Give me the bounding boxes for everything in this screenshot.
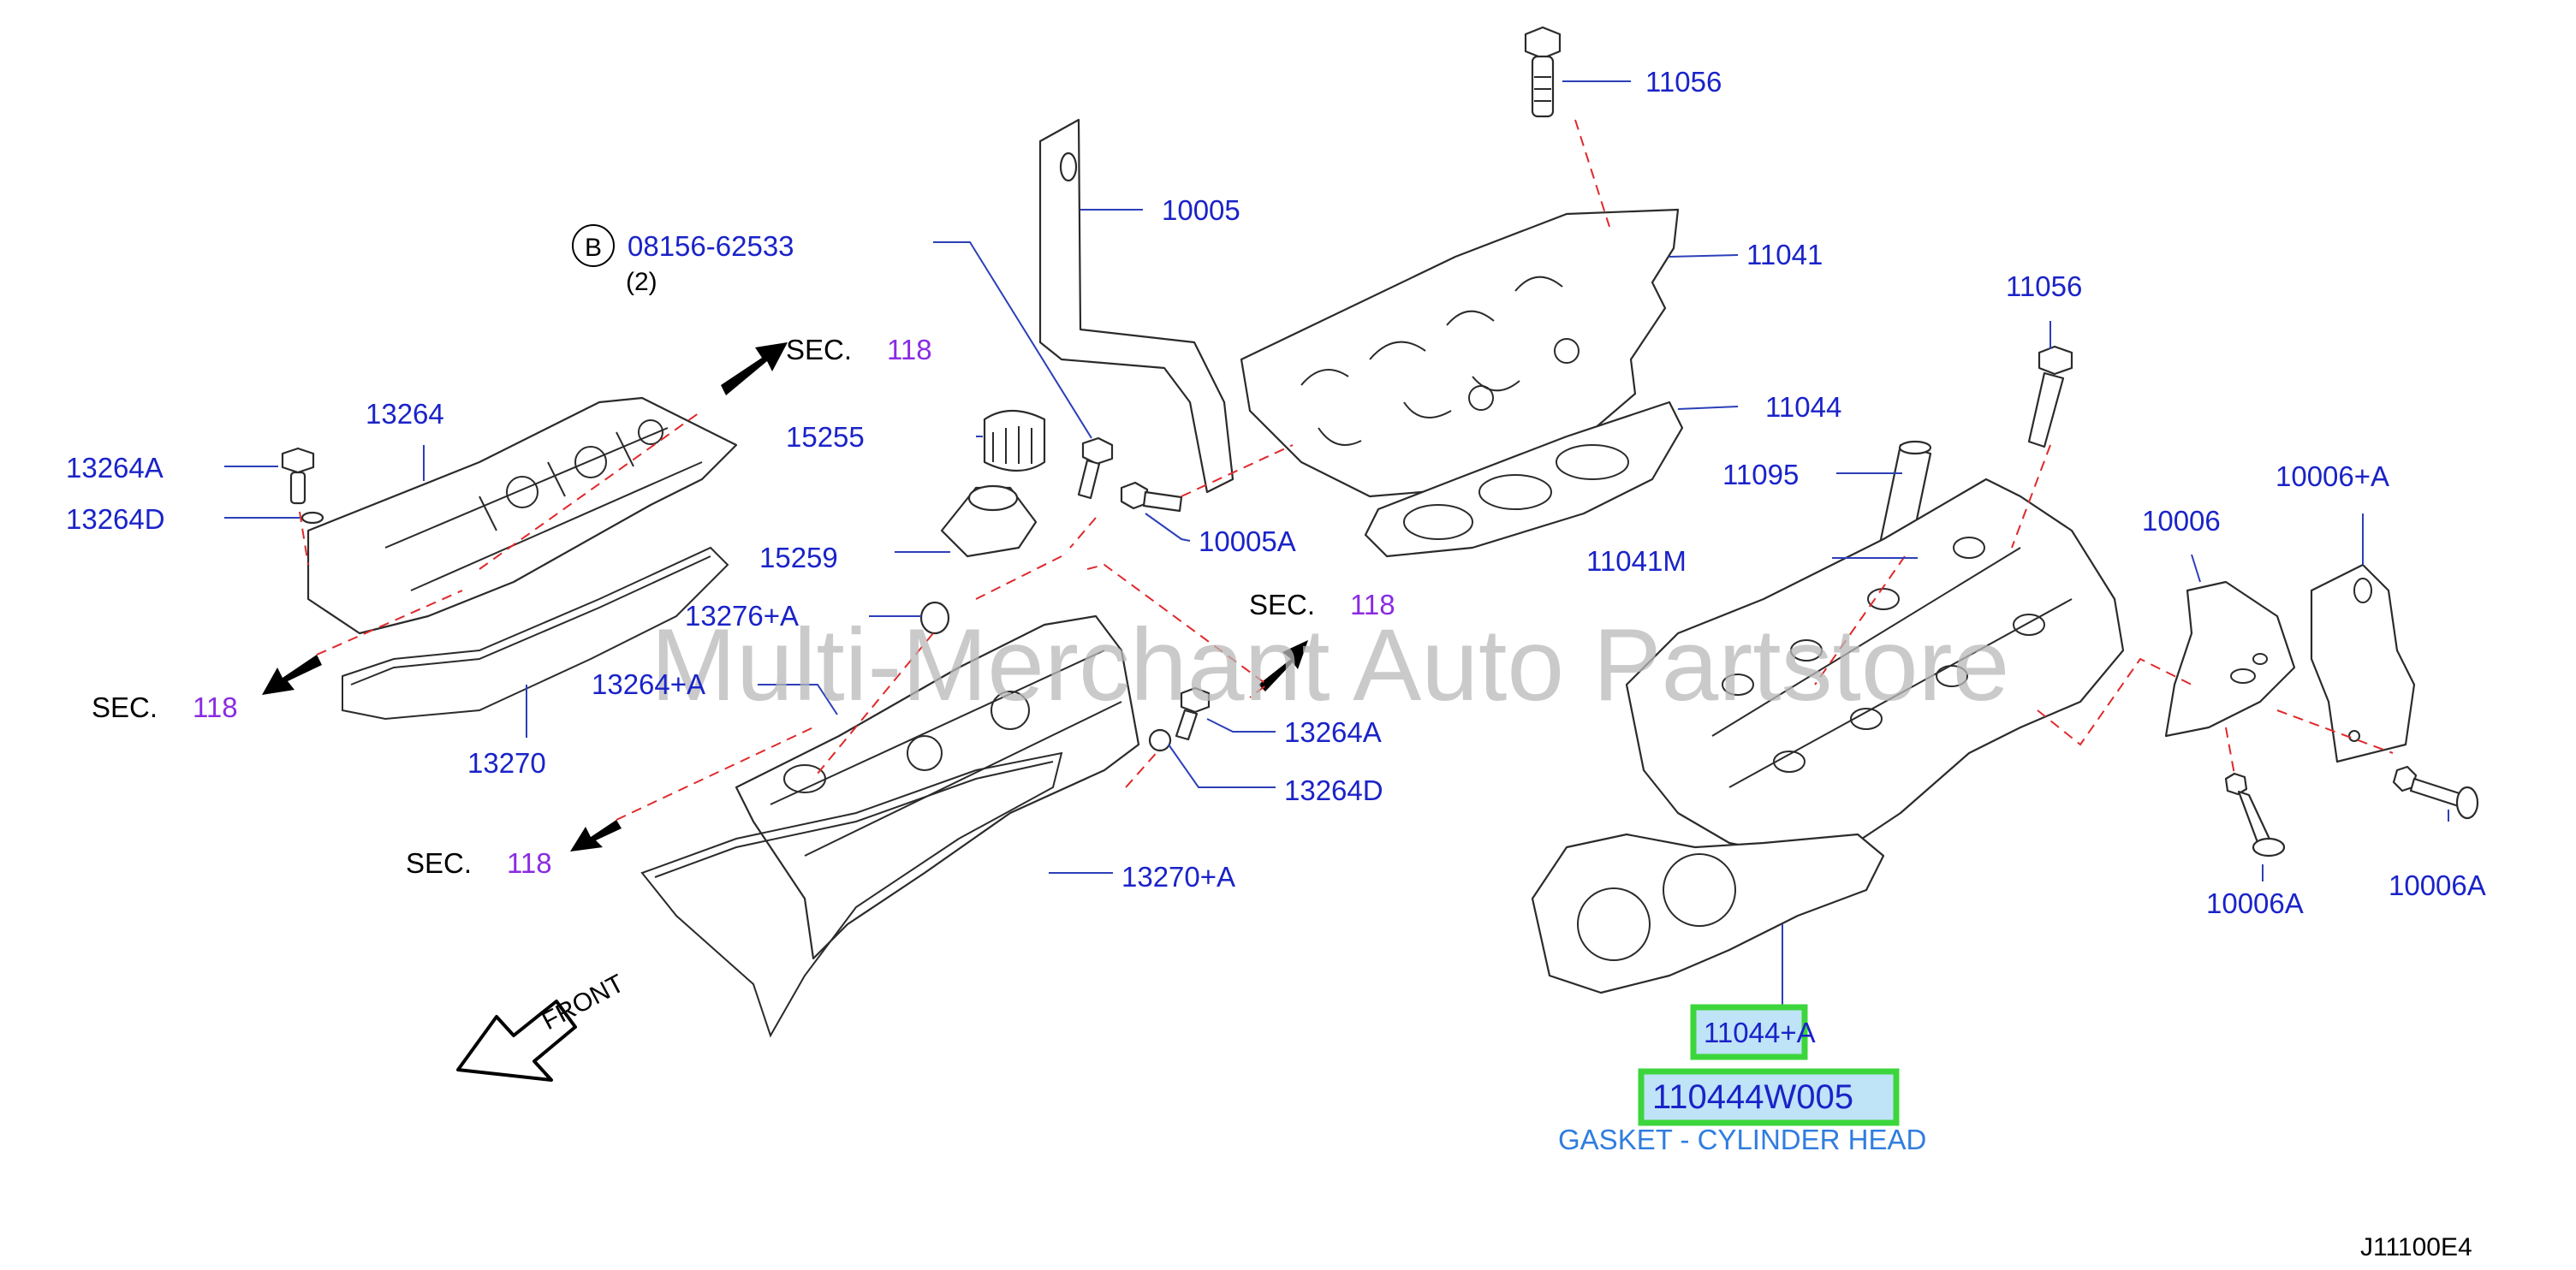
label-13270[interactable]: 13270 xyxy=(467,747,546,779)
gasket-11044A-icon xyxy=(1531,833,1885,994)
label-08156-qty: (2) xyxy=(626,268,657,296)
cylinder-head-11041M-icon xyxy=(1625,478,2125,858)
sec-118-left[interactable]: 118 xyxy=(193,691,238,723)
arrow-sec-118-bottom-icon xyxy=(570,820,622,852)
valve-cover-13264A-plus-icon xyxy=(735,614,1140,960)
cylinder-head-11041-icon xyxy=(1240,208,1680,498)
label-11044A[interactable]: 11044+A xyxy=(1704,1017,1816,1048)
arrow-sec-118-mid-icon xyxy=(1258,640,1308,691)
sec-118-top[interactable]: 118 xyxy=(887,334,932,365)
oil-filler-neck-15259-icon xyxy=(940,484,1038,558)
label-10006A-left[interactable]: 10006A xyxy=(2206,887,2304,919)
callout-badge-b: B xyxy=(572,224,615,267)
label-10005[interactable]: 10005 xyxy=(1162,194,1240,226)
label-11056-mid[interactable]: 11056 xyxy=(2006,270,2082,302)
front-arrow-icon xyxy=(456,1000,577,1082)
bolt-13264A-mid-icon xyxy=(1175,686,1211,741)
badge-letter: B xyxy=(585,234,602,262)
label-13264A-plus[interactable]: 13264+A xyxy=(592,668,705,700)
label-13264A-left[interactable]: 13264A xyxy=(66,452,164,484)
label-11044[interactable]: 11044 xyxy=(1765,391,1841,423)
sec-word-top: SEC. xyxy=(786,334,852,365)
bolt-11056-mid-icon xyxy=(2027,345,2073,448)
highlight-110444W005-box xyxy=(1638,1068,1900,1126)
gasket-13270-icon xyxy=(342,546,729,721)
watermark: Multi-Merchant Auto Partstore xyxy=(651,608,2009,722)
arrow-sec-118-top-icon xyxy=(721,342,788,395)
label-11056-top[interactable]: 11056 xyxy=(1645,66,1722,98)
bracket-10005-icon xyxy=(1038,118,1234,494)
label-13270A-plus[interactable]: 13270+A xyxy=(1121,861,1235,893)
highlight-11044A-box xyxy=(1690,1004,1808,1060)
sec-word-mid: SEC. xyxy=(1249,589,1315,620)
washer-13264D-mid-icon xyxy=(1148,728,1172,752)
label-13264A-mid[interactable]: 13264A xyxy=(1284,716,1382,748)
front-label: FRONT xyxy=(538,970,629,1036)
label-15255[interactable]: 15255 xyxy=(786,421,865,453)
sec-118-mid[interactable]: 118 xyxy=(1350,589,1395,620)
label-11095[interactable]: 11095 xyxy=(1722,459,1799,490)
gasket-11044-icon xyxy=(1364,401,1684,558)
label-11041M[interactable]: 11041M xyxy=(1586,545,1687,577)
label-110444W005[interactable]: 110444W005 xyxy=(1652,1078,1853,1116)
dashed-lines xyxy=(299,119,2394,821)
label-10006[interactable]: 10006 xyxy=(2142,505,2221,537)
arrow-sec-118-left-icon xyxy=(262,655,322,695)
bolt-13264A-left-icon xyxy=(281,447,315,505)
sec-word-left: SEC. xyxy=(92,691,158,723)
label-10006A-right[interactable]: 10006A xyxy=(2389,869,2486,901)
label-11041[interactable]: 11041 xyxy=(1746,239,1823,270)
label-08156-62533[interactable]: 08156-62533 xyxy=(628,230,794,262)
label-13264[interactable]: 13264 xyxy=(366,398,444,430)
washer-13264D-left-icon xyxy=(300,511,324,525)
leader-lines xyxy=(224,80,2449,1010)
part-description: GASKET - CYLINDER HEAD xyxy=(1558,1124,1926,1155)
gasket-13270A-plus-icon xyxy=(640,751,1063,1038)
oil-cap-15255-icon xyxy=(983,410,1046,472)
label-13264D-mid[interactable]: 13264D xyxy=(1284,774,1383,806)
label-10005A[interactable]: 10005A xyxy=(1199,525,1296,557)
bracket-10006A-plus-icon xyxy=(2310,563,2416,763)
bolt-10006A-left-icon xyxy=(2224,772,2286,858)
bracket-10006-icon xyxy=(2164,580,2296,738)
sec-word-bottom: SEC. xyxy=(406,847,472,879)
bolt-10005A-icon xyxy=(1120,481,1183,513)
label-13264D-left[interactable]: 13264D xyxy=(66,503,165,535)
sec-118-bottom[interactable]: 118 xyxy=(507,847,552,879)
label-10006A-plus[interactable]: 10006+A xyxy=(2276,460,2389,492)
seal-13276A-icon xyxy=(919,601,950,635)
diagram-code: J11100E4 xyxy=(2360,1233,2472,1261)
label-15259[interactable]: 15259 xyxy=(759,542,838,573)
bolt-11056-top-icon xyxy=(1524,26,1562,118)
bolt-08156-icon xyxy=(1077,436,1114,500)
bolt-10006A-right-icon xyxy=(2392,765,2479,820)
label-13276A[interactable]: 13276+A xyxy=(685,600,799,632)
valve-cover-13264-icon xyxy=(306,396,738,635)
